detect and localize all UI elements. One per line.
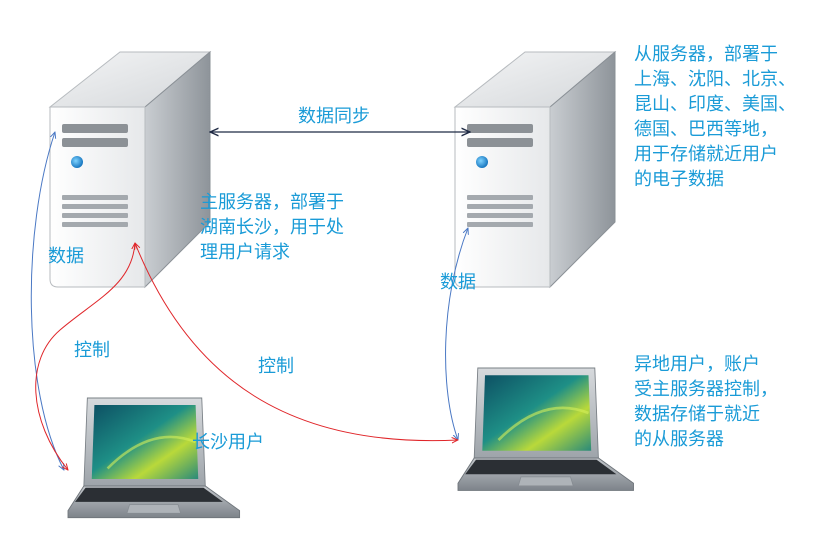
remote-user-laptop-icon (456, 366, 635, 492)
slave-server-line-4: 德国、巴西等地， (634, 119, 778, 140)
data-label-left: 数据 (48, 246, 84, 267)
slave-server-line-5: 用于存储就近用户 (634, 144, 778, 165)
sync-label: 数据同步 (298, 106, 370, 127)
remote-user-line-3: 数据存储于就近 (634, 404, 760, 425)
main-server-description: 主服务器，部署于 湖南长沙，用于处 理用户请求 (200, 190, 344, 265)
remote-user-line-1: 异地用户，账户 (634, 354, 760, 375)
main-server-line-3: 理用户请求 (200, 242, 290, 263)
slave-server-line-3: 昆山、印度、美国、 (634, 94, 796, 115)
data-label-right: 数据 (440, 272, 476, 293)
main-server-line-1: 主服务器，部署于 (200, 192, 344, 213)
remote-user-line-2: 受主服务器控制， (634, 379, 778, 400)
control-label-mid: 控制 (258, 356, 294, 377)
cs-user-laptop-icon (66, 396, 241, 519)
main-server-line-2: 湖南长沙，用于处 (200, 217, 344, 238)
remote-user-line-4: 的从服务器 (634, 429, 724, 450)
slave-server-icon (454, 51, 616, 288)
data-arrow-left (30, 132, 64, 470)
control-arrow-left (35, 243, 135, 470)
slave-server-line-6: 的电子数据 (634, 169, 724, 190)
control-label-left: 控制 (74, 340, 110, 361)
slave-server-description: 从服务器，部署于 上海、沈阳、北京、 昆山、印度、美国、 德国、巴西等地， 用于… (634, 42, 796, 192)
slave-server-line-1: 从服务器，部署于 (634, 44, 778, 65)
remote-user-description: 异地用户，账户 受主服务器控制， 数据存储于就近 的从服务器 (634, 352, 778, 452)
control-arrow-mid (135, 243, 458, 441)
slave-server-line-2: 上海、沈阳、北京、 (634, 69, 796, 90)
cs-user-label: 长沙用户 (192, 432, 264, 453)
